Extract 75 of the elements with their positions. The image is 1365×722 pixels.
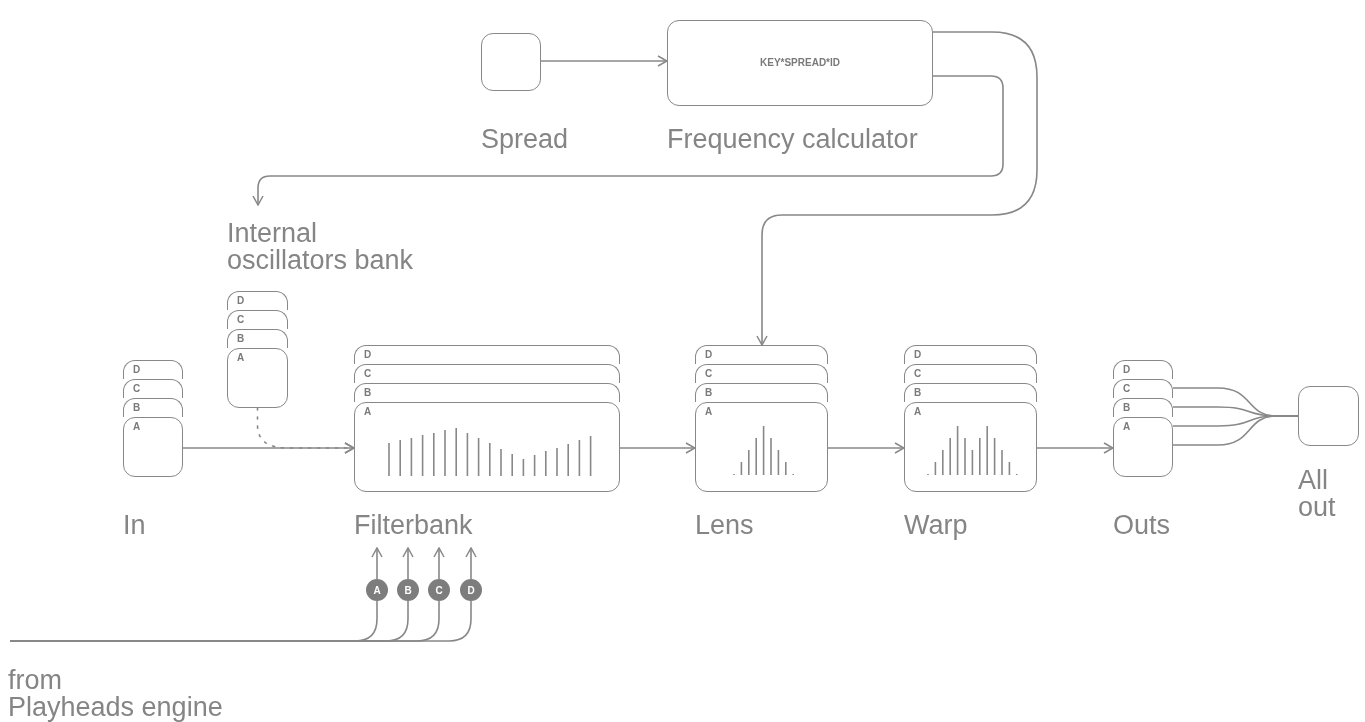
layer-letter: B [1123,402,1131,414]
layer-card [695,383,828,402]
layer-card [1113,417,1173,477]
arrow [1036,442,1114,454]
layer-letter: D [914,349,922,361]
arrow [402,547,414,580]
dotted-arrow [256,407,355,454]
module-label: Outs [1113,512,1171,539]
layer-letter: A [1123,421,1131,433]
module-label: Warp [904,512,968,539]
channel-marker: D [460,579,482,601]
layer-letter: A [364,406,372,418]
layer-letter: C [364,368,372,380]
arrow [756,31,1038,346]
layer-letter: C [914,368,922,380]
module-label: Lens [695,512,754,539]
layer-card [904,383,1037,402]
layer-letter: A [133,421,141,433]
layer-card [695,345,828,364]
layer-letter: B [364,387,372,399]
arrow [465,547,477,580]
module-label: Frequency calculator [667,126,918,153]
channel-marker: B [397,579,419,601]
layer-letter: B [914,387,922,399]
layer-card [1113,398,1173,417]
arrow [540,55,668,67]
arrow [433,547,445,580]
layer-card [354,345,620,364]
connector-line [1172,415,1299,446]
module-label: In [123,512,146,539]
layer-letter: C [1123,383,1131,395]
layer-card [227,291,288,310]
layer-card [123,417,183,477]
layer-letter: A [237,352,245,364]
layer-letter: A [705,406,713,418]
layer-letter: D [133,364,141,376]
arrow [371,547,383,580]
layer-card [904,345,1037,364]
module-label: All out [1298,467,1336,521]
formula-text: KEY*SPREAD*ID [759,57,841,68]
arrow [827,442,905,454]
layer-letter: B [237,333,245,345]
layer-letter: D [1123,364,1131,376]
channel-marker: C [428,579,450,601]
layer-letter: D [237,295,245,307]
module-label: Filterbank [354,512,473,539]
arrow [252,75,1004,206]
layer-card [904,402,1037,492]
layer-letter: D [705,349,713,361]
layer-card [354,364,620,383]
module-label: Spread [481,126,569,153]
arrow [619,442,696,454]
layer-letter: A [914,406,922,418]
layer-card [1113,379,1173,398]
layer-card [123,360,183,379]
layer-card [695,402,828,492]
layer-letter: B [133,402,141,414]
layer-card [227,310,288,329]
layer-card [354,383,620,402]
source-label: from Playheads engine [8,641,248,721]
channel-marker: A [366,579,388,601]
layer-letter: D [364,349,372,361]
layer-card [1113,360,1173,379]
layer-letter: B [705,387,713,399]
layer-letter: C [237,314,245,326]
layer-card [904,364,1037,383]
layer-card [227,348,288,408]
layer-card [227,329,288,348]
layer-card [354,402,620,492]
layer-card [123,379,183,398]
module-label: Internal oscillators bank [227,220,414,274]
layer-card [695,364,828,383]
layer-letter: C [133,383,141,395]
layer-letter: C [705,368,713,380]
layer-card [123,398,183,417]
